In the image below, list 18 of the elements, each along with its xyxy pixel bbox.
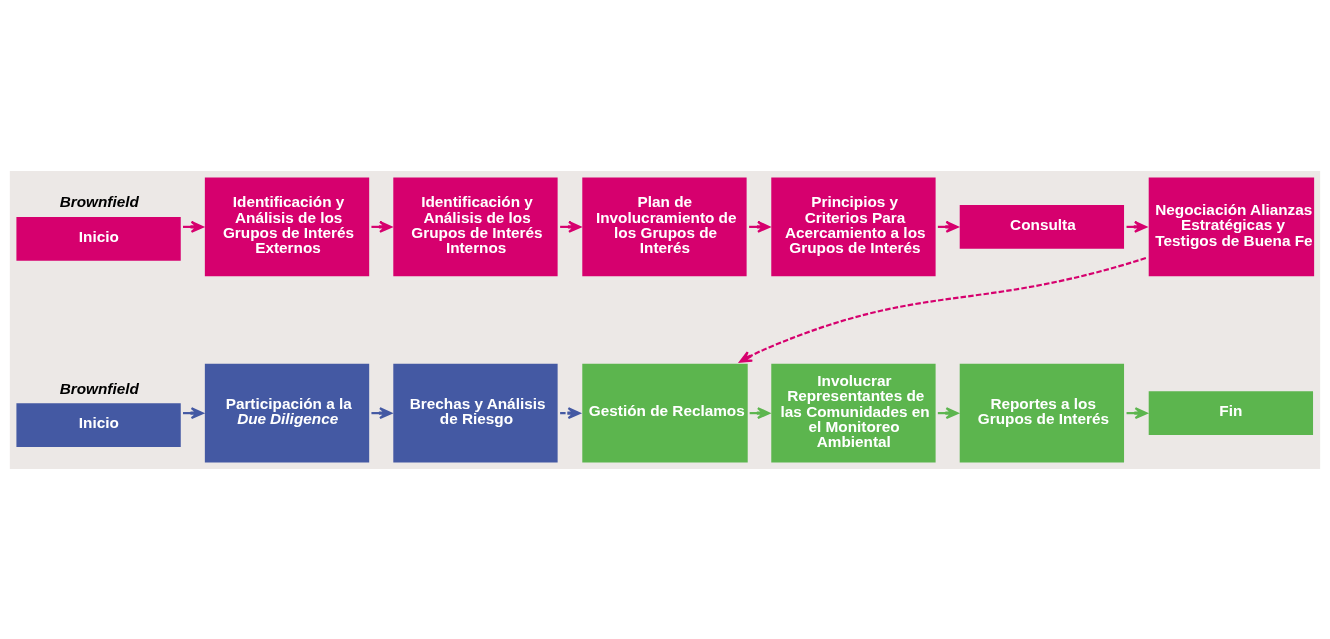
node-box: Principios y Criterios Para Acercamiento a los Grupos de Interés — [771, 177, 936, 276]
node-box: Negociación Alianzas Estratégicas y Testigos de Buena Fe — [1148, 177, 1315, 276]
node-label: Brownfield — [59, 192, 139, 210]
node-label: Brownfield — [59, 379, 139, 397]
arrow — [739, 256, 1147, 363]
node-box: Brechas y Análisis de Riesgo — [393, 363, 558, 462]
node-box: Identificación y Análisis de los Grupos de Interés Internos — [393, 177, 558, 276]
node-box: Inicio — [16, 402, 181, 447]
node-box: Identificación y Análisis de los Grupos de Interés Externos — [204, 177, 370, 276]
node-box: Plan de Involucramiento de los Grupos de Interés — [582, 177, 747, 276]
node-box: Fin — [1148, 390, 1314, 435]
node-box: Consulta — [959, 204, 1125, 249]
node-box: Gestión de Reclamos — [582, 363, 748, 462]
node-box: Participación a la Due Diligence — [204, 363, 370, 462]
arrow — [560, 406, 581, 419]
node-box: Reportes a los Grupos de Interés — [959, 363, 1125, 462]
node-box: Inicio — [16, 216, 181, 261]
node-box: Involucrar Representantes de las Comunidades en el Monitoreo Ambiental — [771, 363, 936, 462]
